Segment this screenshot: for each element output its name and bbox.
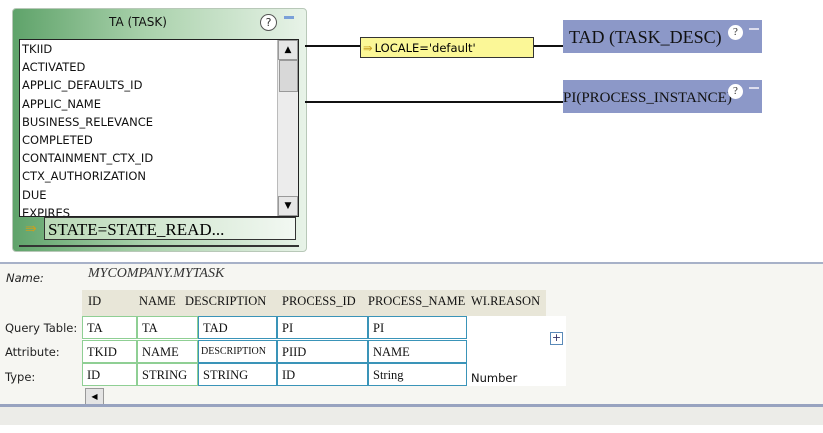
attribute-cell[interactable]: [467, 340, 546, 363]
column-item[interactable]: COMPLETED: [22, 132, 93, 147]
join-icon: ⇛: [363, 41, 373, 55]
type-cell[interactable]: STRING: [198, 363, 277, 386]
tad-table-node[interactable]: TAD (TASK_DESC) ?: [563, 20, 762, 53]
join-condition-box[interactable]: ⇛LOCALE='default': [360, 37, 534, 58]
grid-body: [82, 316, 566, 386]
column-header[interactable]: ID: [88, 294, 102, 308]
task-table-node[interactable]: TA (TASK) ? TKIID ACTIVATED APPLIC_DEFAULT…: [12, 8, 307, 252]
query-table-cell[interactable]: TAD: [198, 316, 277, 339]
attribute-cell[interactable]: NAME: [368, 339, 467, 363]
column-item[interactable]: TKIID: [22, 42, 53, 56]
query-table-cell[interactable]: TA: [137, 316, 198, 339]
name-value: MYCOMPANY.MYTASK: [88, 266, 225, 281]
query-table-cell[interactable]: PI: [277, 316, 368, 339]
scroll-up-icon[interactable]: ▲: [278, 40, 298, 60]
scroll-down-icon[interactable]: ▼: [278, 196, 298, 216]
help-icon[interactable]: ?: [260, 14, 277, 31]
help-icon[interactable]: ?: [728, 84, 743, 99]
tad-table-title: TAD (TASK_DESC): [569, 27, 722, 47]
attribute-cell[interactable]: DESCRIPTION: [198, 339, 277, 363]
column-header[interactable]: WI.REASON: [471, 294, 541, 308]
type-cell[interactable]: STRING: [137, 363, 198, 386]
column-item[interactable]: CTX_AUTHORIZATION: [22, 169, 146, 184]
join-line: [305, 45, 360, 47]
column-item[interactable]: BUSINESS_RELEVANCE: [22, 114, 154, 129]
row-label-type: Type:: [5, 370, 36, 384]
pi-table-title: PI(PROCESS_INSTANCE): [563, 90, 732, 106]
column-item[interactable]: DUE: [22, 187, 47, 202]
column-header[interactable]: DESCRIPTION: [185, 294, 267, 308]
type-cell[interactable]: String: [368, 363, 467, 386]
status-bar: [0, 407, 823, 425]
pi-table-node[interactable]: PI(PROCESS_INSTANCE) ?: [563, 80, 762, 113]
column-header[interactable]: PROCESS_NAME: [368, 294, 466, 308]
join-line: [534, 45, 563, 47]
name-label: Name:: [6, 271, 44, 285]
column-list[interactable]: TKIID ACTIVATED APPLIC_DEFAULTS_ID APPLIC_N…: [19, 39, 299, 217]
divider: [0, 404, 823, 407]
attribute-cell[interactable]: NAME: [137, 339, 198, 363]
filter-condition[interactable]: STATE=STATE_READ...: [44, 217, 296, 240]
join-line: [305, 101, 563, 103]
attribute-cell[interactable]: TKID: [82, 339, 137, 363]
query-table-cell[interactable]: PI: [368, 316, 467, 339]
attribute-cell[interactable]: PIID: [277, 339, 368, 363]
column-item[interactable]: ACTIVATED: [22, 60, 86, 75]
column-header[interactable]: NAME: [139, 294, 176, 308]
column-item[interactable]: CONTAINMENT_CTX_ID: [22, 151, 154, 166]
vertical-scrollbar[interactable]: ▲ ▼: [277, 40, 298, 216]
type-cell[interactable]: ID: [82, 363, 137, 386]
divider: [19, 245, 299, 247]
header-row: [82, 290, 546, 316]
filter-icon: ⇛: [25, 221, 37, 237]
column-header[interactable]: PROCESS_ID: [282, 294, 356, 308]
divider: [0, 262, 823, 264]
row-label-attribute: Attribute:: [5, 345, 60, 359]
help-icon[interactable]: ?: [728, 25, 743, 40]
query-table-cell[interactable]: TA: [82, 316, 137, 339]
column-item[interactable]: APPLIC_DEFAULTS_ID: [22, 78, 143, 93]
row-label-query-table: Query Table:: [5, 321, 78, 335]
column-item[interactable]: EXPIRES: [22, 205, 71, 217]
minimize-icon[interactable]: [749, 87, 759, 89]
type-cell[interactable]: ID: [277, 363, 368, 386]
query-table-cell[interactable]: [467, 316, 546, 339]
join-condition-text: LOCALE='default': [374, 41, 476, 55]
minimize-icon[interactable]: [284, 16, 294, 19]
minimize-icon[interactable]: [749, 28, 759, 30]
type-cell[interactable]: Number: [471, 371, 518, 385]
scroll-thumb[interactable]: [279, 60, 298, 92]
task-table-title: TA (TASK): [109, 15, 167, 29]
add-column-button[interactable]: +: [550, 331, 563, 345]
column-item[interactable]: APPLIC_NAME: [22, 96, 101, 111]
